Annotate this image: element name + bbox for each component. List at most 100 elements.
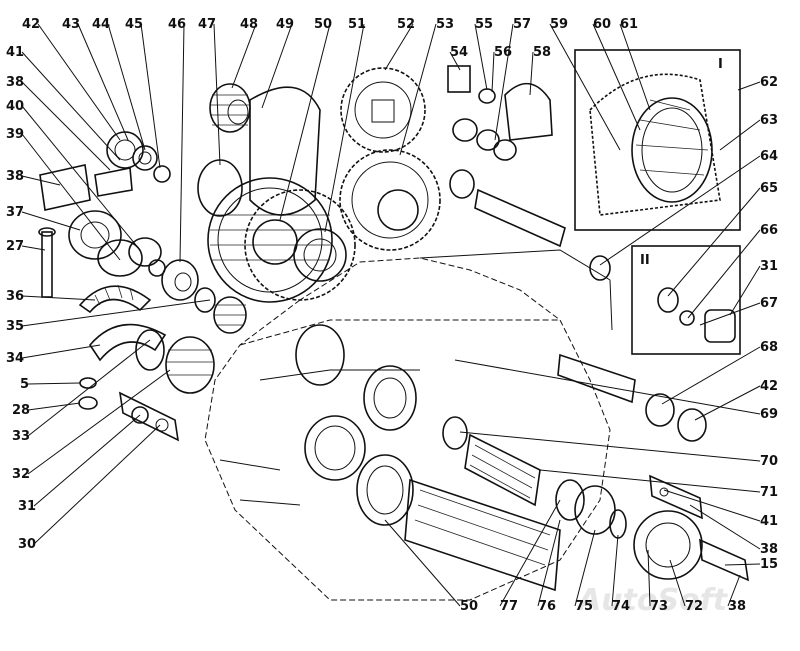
callout-41: 41 [760,514,778,529]
leader-c32 [27,369,171,475]
leader-c38b [689,504,761,550]
rings-57 [452,118,517,161]
gear-52 [340,67,426,153]
callout-56: 56 [494,45,512,60]
leader-c45 [140,23,161,169]
input-shaft [449,169,611,281]
callout-63: 63 [760,113,778,128]
housing-58 [504,82,553,141]
leader-c30 [33,424,161,545]
leader-lines [21,23,761,607]
callout-34: 34 [6,351,24,366]
callout-31: 31 [18,499,36,514]
callout-65: 65 [760,181,778,196]
leader-c66 [687,229,761,319]
gear-51-sprocket [244,189,356,301]
leader-c38a [21,81,111,171]
callout-39: 39 [6,127,24,142]
leader-c28 [27,402,81,411]
leader-c43 [77,23,129,141]
callout-44: 44 [92,17,110,32]
leader-c27 [21,245,46,251]
leader-c55 [474,23,488,91]
nut-28 [78,396,98,410]
callout-51: 51 [348,17,366,32]
callout-5: 5 [20,377,29,392]
callout-47: 47 [198,17,216,32]
callout-15: 15 [760,557,778,572]
callout-27: 27 [6,239,24,254]
callout-66: 66 [760,223,778,238]
leader-c62 [737,81,761,91]
leader-c60 [592,23,641,131]
leader-c77 [499,499,561,607]
bracket-38-left [39,164,91,211]
half-bearing-34 [88,323,167,362]
callout-72: 72 [685,599,703,614]
leader-c44 [107,23,146,151]
watermark: AutoSoft [576,583,729,618]
callout-32: 32 [12,467,30,482]
callout-38: 38 [760,542,778,557]
callout-42: 42 [22,17,40,32]
callout-31: 31 [760,259,778,274]
half-bearing-36 [78,284,152,314]
detail-inset-II: II [631,245,741,355]
leader-c76 [537,519,561,607]
callout-52: 52 [397,17,415,32]
leader-c58 [529,51,534,96]
bolt-54 [447,65,471,93]
gear-53 [339,149,441,251]
callout-60: 60 [593,17,611,32]
ring-39 [97,239,143,277]
leader-c56 [491,51,495,93]
leader-c36 [21,295,96,301]
leader-c5 [27,382,81,385]
leader-c71 [539,469,761,493]
callout-64: 64 [760,149,778,164]
callout-33: 33 [12,429,30,444]
callout-76: 76 [538,599,556,614]
callout-55: 55 [475,17,493,32]
leader-c37 [21,211,81,231]
gear-shaft-71 [442,416,541,507]
callout-50: 50 [314,17,332,32]
inset-II-label: II [640,253,650,268]
leader-c50a [279,23,331,221]
callout-38: 38 [728,599,746,614]
bearing-32 [165,336,215,394]
washer-74 [609,509,627,539]
leader-c64 [599,155,761,266]
leader-c54 [449,51,461,71]
leader-c50b [384,519,461,607]
snap-ring-33 [135,329,165,371]
callout-38: 38 [6,169,24,184]
gearbox-housing [204,249,613,601]
callout-77: 77 [500,599,518,614]
bearing-75 [555,479,616,535]
leader-c15 [724,563,761,566]
leader-c33 [27,339,151,437]
leader-c61 [619,23,651,111]
callout-59: 59 [550,17,568,32]
leader-c52 [384,23,414,71]
plate-49 [249,86,321,216]
main-shaft-76 [356,454,561,592]
inset-I-label: I [718,57,723,72]
callout-74: 74 [612,599,630,614]
callout-37: 37 [6,205,24,220]
callout-35: 35 [6,319,24,334]
callout-71: 71 [760,485,778,500]
leader-c46 [179,23,185,263]
leader-c67 [699,302,761,326]
callout-61: 61 [620,17,638,32]
cover-72-73 [633,510,703,580]
output-shaft-68 [557,353,707,442]
bearing-44 [132,145,158,171]
leader-c69 [454,359,761,415]
callout-45: 45 [125,17,143,32]
leader-c35 [21,299,211,327]
leader-c49 [261,23,293,109]
leader-c68 [661,346,761,405]
leader-c42a [37,23,121,141]
